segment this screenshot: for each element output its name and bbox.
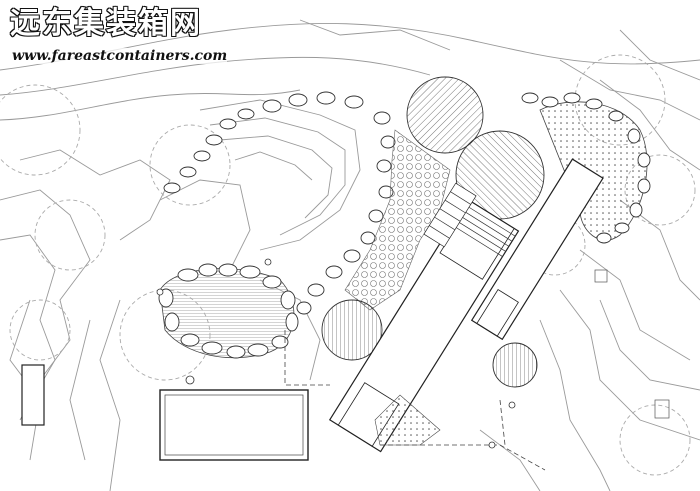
boulder-pond-right: [521, 92, 651, 244]
watermark-title: 远东集装箱网: [9, 5, 202, 42]
stairs: [423, 182, 477, 248]
feature-trees: [321, 76, 545, 388]
container-house-second: [470, 158, 604, 341]
parking-pad: [159, 389, 309, 461]
watermark-url: www.fareastcontainers.com: [10, 48, 228, 64]
container-house: [328, 198, 520, 453]
boulder-pond-left: [158, 263, 299, 359]
small-squares: [594, 269, 670, 419]
property-lines: [284, 330, 546, 471]
survey-markers: [156, 258, 516, 449]
edge-structure: [21, 364, 45, 426]
watermark: 远东集装箱网 www.fareastcontainers.com: [9, 5, 228, 64]
contour-lines: [0, 19, 700, 491]
boulder-path: [163, 91, 396, 315]
dotted-terrace: [374, 394, 441, 446]
